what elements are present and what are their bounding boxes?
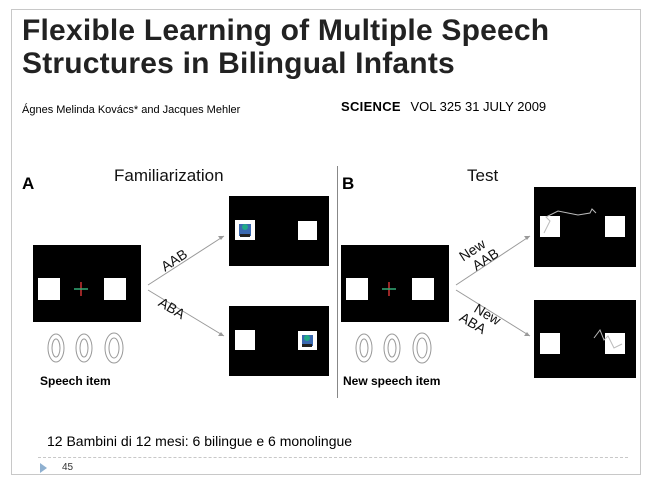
right-square <box>605 216 625 237</box>
panel-a-caption: Speech item <box>40 374 111 388</box>
speech-waveform-icon <box>47 332 124 364</box>
toy-reward-icon <box>302 335 313 347</box>
left-square <box>235 220 255 240</box>
right-square <box>412 278 434 300</box>
title-line-2: Structures in Bilingual Infants <box>22 47 455 80</box>
aab-screen <box>229 196 329 266</box>
journal-details: VOL 325 31 JULY 2009 <box>410 99 547 114</box>
article-authors: Ágnes Melinda Kovács* and Jacques Mehler <box>22 104 241 116</box>
fixation-cross-icon <box>382 282 396 296</box>
left-square <box>540 333 560 354</box>
test-screen <box>341 245 449 322</box>
panel-b-letter: B <box>342 174 355 193</box>
panel-b-title: Test <box>467 166 499 185</box>
arrow-aab <box>147 235 225 286</box>
speech-waveform-icon <box>355 332 432 364</box>
right-square <box>104 278 126 300</box>
slide-frame <box>11 9 641 475</box>
bullet-arrow-icon <box>40 463 47 473</box>
aba-screen <box>229 306 329 376</box>
journal-name: SCIENCE <box>341 99 401 114</box>
right-square <box>298 331 317 350</box>
panel-b-caption: New speech item <box>343 374 441 388</box>
arrow-new-aba <box>455 289 531 337</box>
right-square <box>298 221 317 240</box>
new-aba-screen <box>534 300 636 378</box>
new-aab-screen <box>534 187 636 267</box>
footer-divider <box>38 457 628 458</box>
study-summary: 12 Bambini di 12 mesi: 6 bilingue e 6 mo… <box>47 433 353 449</box>
toy-reward-icon <box>239 224 251 237</box>
fixation-cross-icon <box>74 282 88 296</box>
gaze-trace-icon <box>543 208 597 234</box>
title-line-1: Flexible Learning of Multiple Speech <box>22 14 550 47</box>
journal-citation: SCIENCE VOL 325 31 JULY 2009 <box>341 99 546 114</box>
article-title: Flexible Learning of Multiple Speech Str… <box>22 14 549 80</box>
panel-a-title: Familiarization <box>114 166 224 185</box>
arrow-aba <box>147 289 225 337</box>
panel-divider <box>337 166 338 398</box>
panel-a-letter: A <box>22 174 35 193</box>
arrow-new-aab <box>455 235 531 286</box>
left-square <box>38 278 60 300</box>
right-square <box>605 333 625 354</box>
left-square <box>235 330 255 350</box>
left-square <box>346 278 368 300</box>
familiarization-screen <box>33 245 141 322</box>
gaze-trace-icon <box>593 328 623 349</box>
slide-number: 45 <box>62 462 74 473</box>
